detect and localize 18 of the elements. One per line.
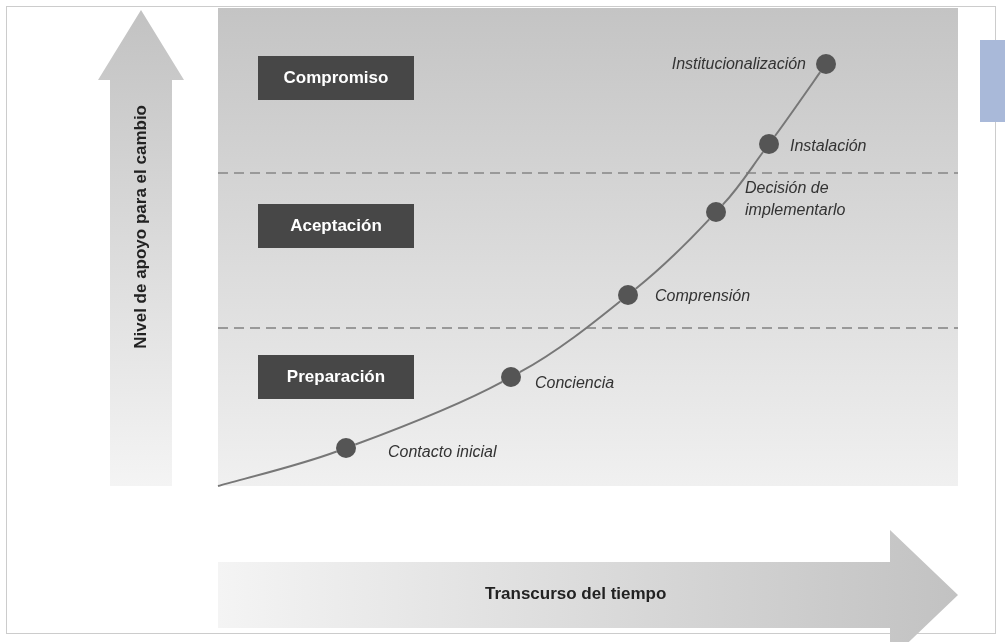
stage-label: Conciencia	[535, 373, 615, 393]
stage-label: Contacto inicial	[388, 442, 497, 462]
stage-box: Preparación	[258, 355, 414, 399]
stage-label: Decisión de implementarlo	[745, 178, 847, 220]
stage-box: Compromiso	[258, 56, 414, 100]
growth-curve	[634, 218, 711, 290]
growth-curve	[721, 151, 765, 206]
growth-curve	[217, 450, 338, 487]
axis-label: Nivel de apoyo para el cambio	[131, 105, 151, 349]
stage-label: Instalación	[790, 136, 867, 156]
growth-curve	[518, 300, 622, 374]
stage-label: Institucionalización	[671, 54, 806, 74]
stage-label: Comprensión	[655, 286, 751, 306]
stage-box: Aceptación	[258, 204, 414, 248]
growth-curve	[773, 71, 822, 137]
axis-label: Transcurso del tiempo	[485, 584, 667, 604]
tab-marker	[980, 40, 1005, 122]
growth-curve	[354, 380, 504, 446]
